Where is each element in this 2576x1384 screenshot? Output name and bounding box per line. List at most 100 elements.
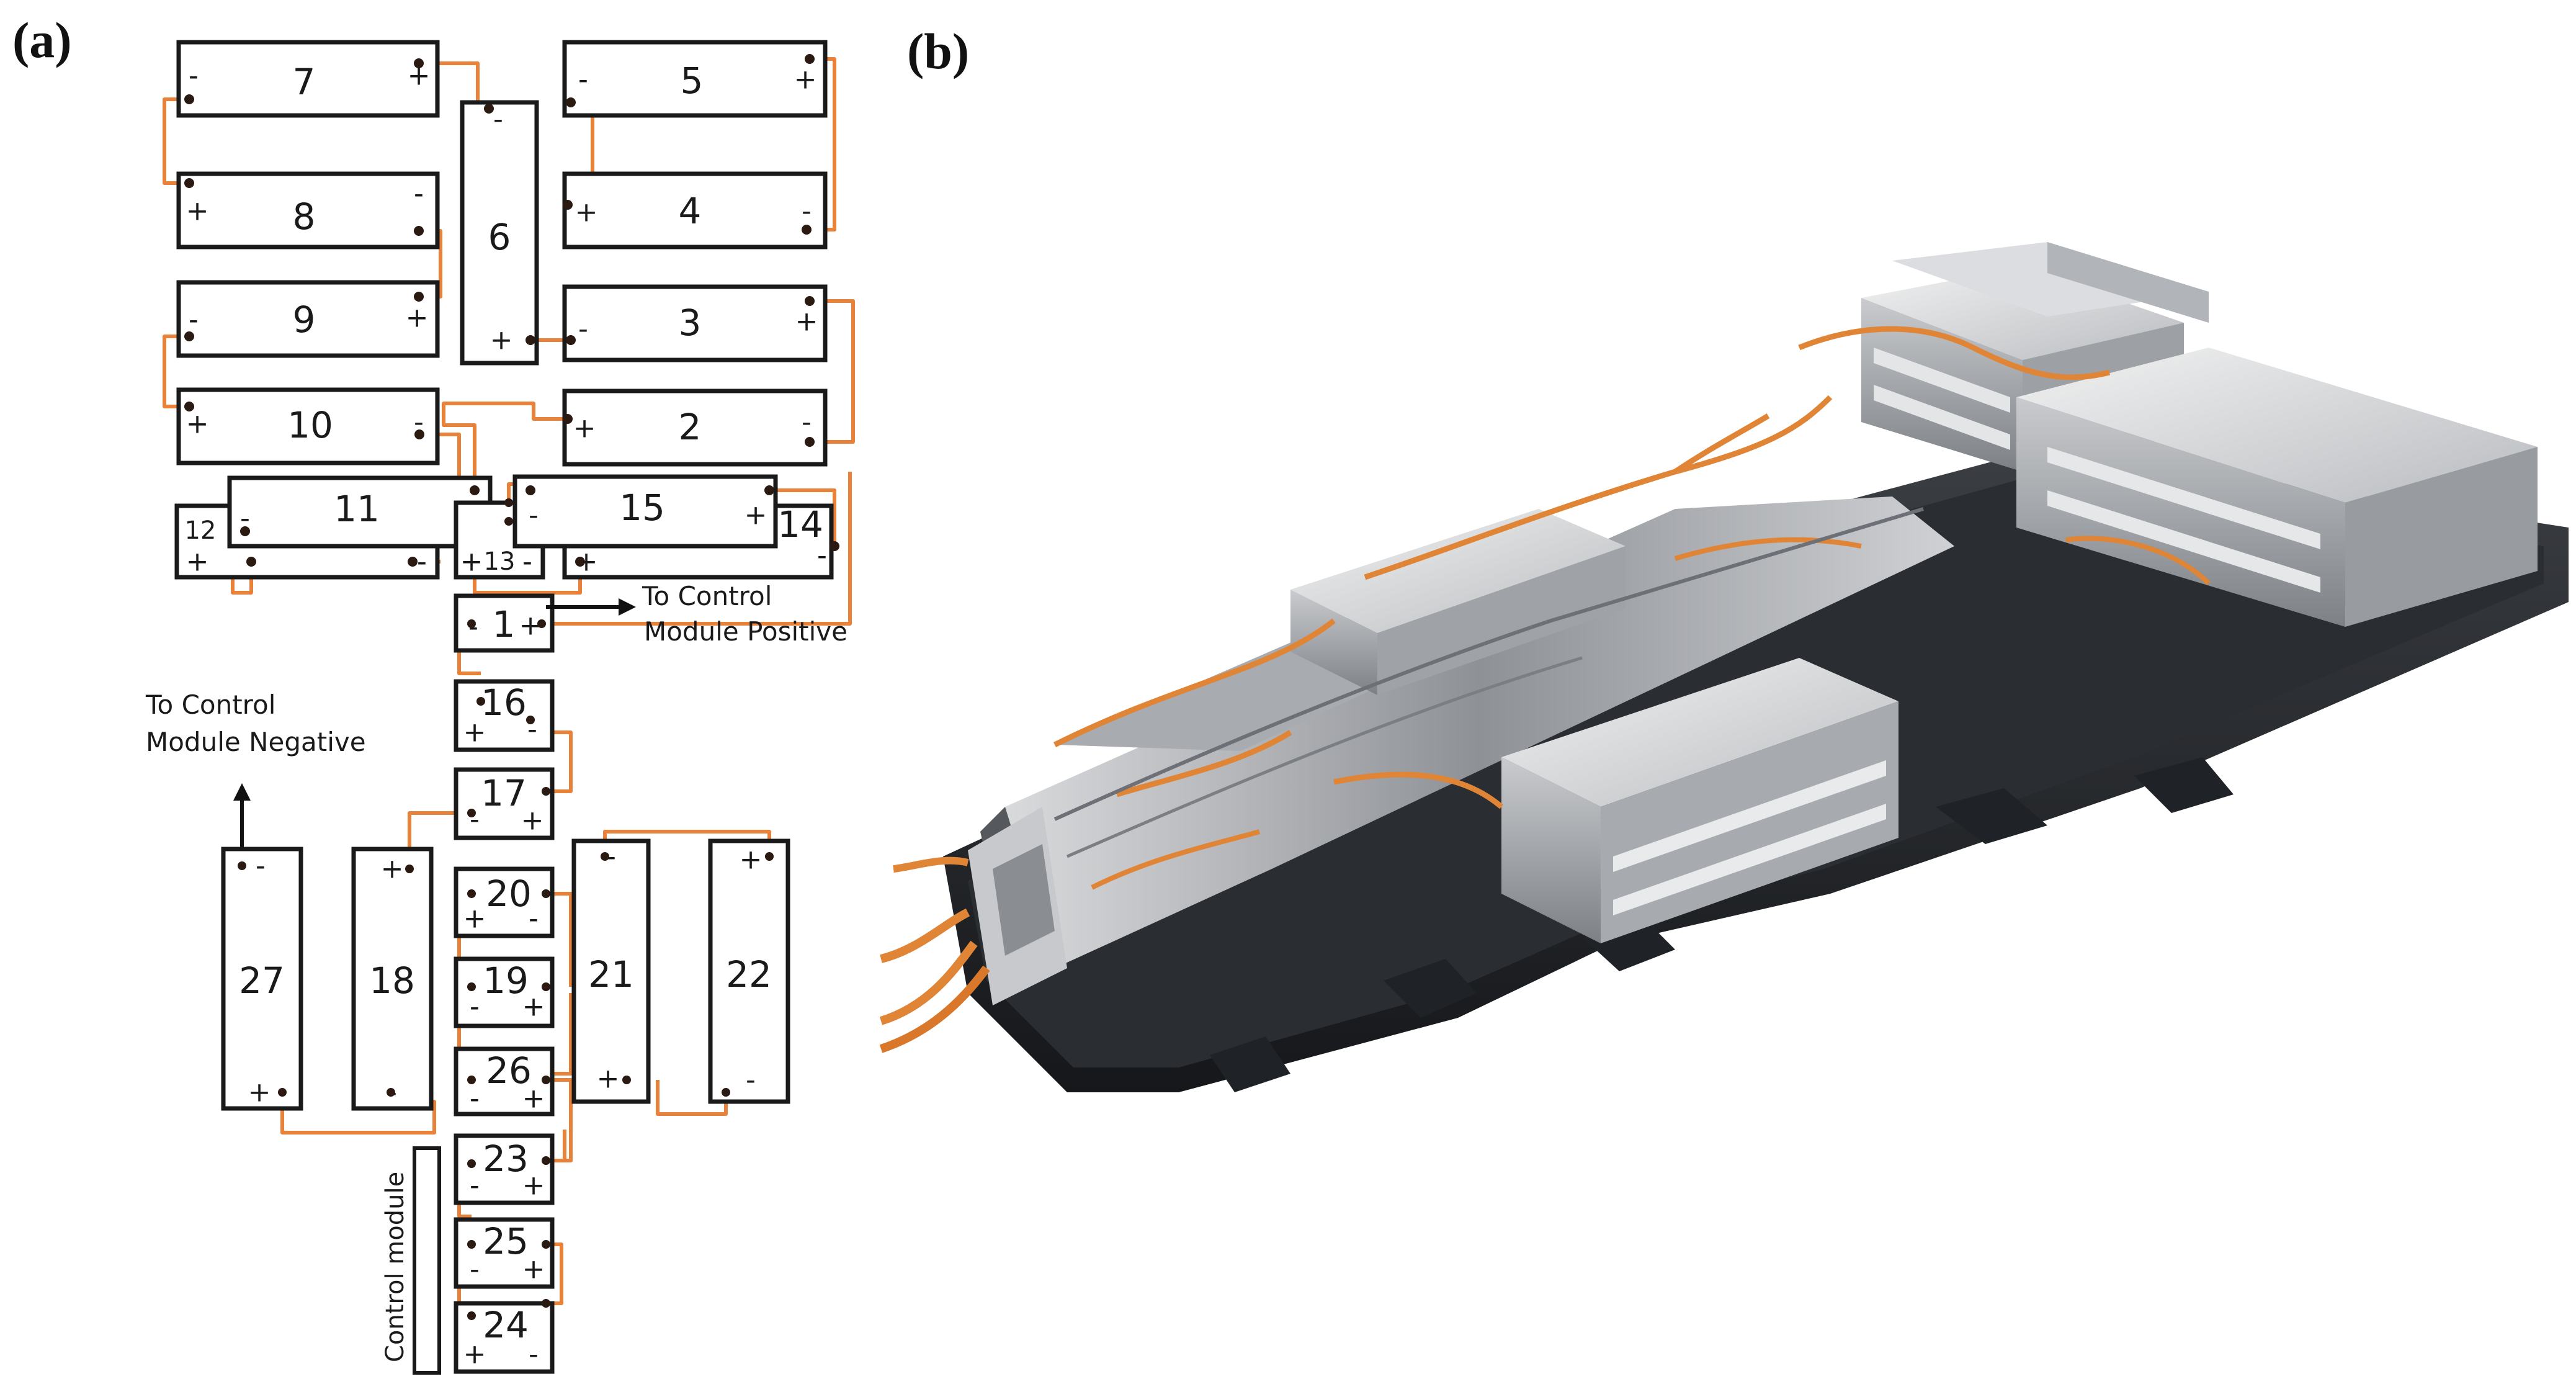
module-2-minus: - (802, 407, 812, 438)
module-17-minus: - (470, 804, 480, 835)
module-5-plus: + (794, 64, 817, 96)
module-9-plus: + (406, 302, 429, 334)
module-13-plus: + (460, 546, 483, 578)
module-23: 23 - + (454, 1133, 555, 1205)
module-25-number: 25 (483, 1220, 529, 1262)
module-9-minus: - (189, 304, 199, 336)
module-11: 11 - + (227, 475, 493, 549)
battery-pack-render (878, 81, 2576, 1139)
module-3-minus: - (578, 313, 588, 345)
module-13-number: 13 (484, 547, 516, 576)
module-25-minus: - (470, 1254, 480, 1285)
module-7: 7 - + (176, 40, 440, 118)
module-19-minus: - (470, 991, 480, 1023)
module-24-minus: - (529, 1339, 539, 1370)
module-8-minus: - (414, 178, 424, 210)
to-control-module-negative: To Control Module Negative (145, 690, 366, 850)
module-1-number: 1 (493, 603, 516, 645)
module-12-plus: + (186, 546, 209, 578)
module-20-minus: - (529, 903, 539, 935)
module-22: 22 + - (708, 838, 790, 1104)
module-19: 19 - + (454, 956, 555, 1028)
module-26-plus: + (522, 1083, 545, 1115)
module-4-minus: - (802, 195, 812, 227)
module-12-minus: - (417, 546, 427, 578)
module-24: 24 + - (454, 1299, 555, 1374)
module-26-minus: - (470, 1083, 480, 1115)
module-10-number: 10 (287, 404, 333, 446)
module-22-plus: + (740, 844, 763, 876)
module-16-number: 16 (481, 681, 527, 724)
module-14-minus: - (817, 540, 827, 572)
to-negative-line1: To Control (145, 690, 275, 720)
module-6-number: 6 (488, 216, 511, 258)
module-20: 20 + - (454, 866, 555, 938)
module-5: 5 - + (562, 40, 828, 118)
panel-a-label: (a) (12, 12, 72, 68)
module-25: 25 - + (454, 1217, 555, 1289)
module-2-plus: + (573, 413, 596, 444)
module-17-plus: + (521, 805, 544, 837)
module-16: 16 + - (454, 679, 555, 752)
module-22-number: 22 (726, 953, 772, 995)
module-4-number: 4 (679, 190, 702, 232)
wiring-diagram: 7 - + 8 + - 9 - + 10 + - (145, 40, 855, 1375)
module-3-plus: + (795, 306, 818, 338)
module-3-number: 3 (679, 302, 702, 344)
module-27-plus: + (248, 1077, 271, 1108)
module-23-number: 23 (483, 1138, 529, 1180)
module-8: 8 + - (176, 171, 440, 249)
module-7-number: 7 (293, 61, 316, 103)
module-8-number: 8 (293, 195, 316, 238)
module-24-number: 24 (483, 1304, 529, 1346)
module-27: 27 - + (221, 847, 303, 1111)
module-1: 1 - + (454, 593, 555, 653)
module-8-plus: + (186, 195, 209, 227)
to-positive-line1: To Control (642, 581, 772, 611)
module-7-minus: - (189, 60, 199, 92)
module-20-number: 20 (486, 873, 532, 915)
module-21-number: 21 (588, 953, 634, 995)
module-6: 6 - + (460, 100, 539, 366)
module-19-plus: + (522, 991, 545, 1023)
module-12-number: 12 (185, 516, 217, 545)
module-18-plus: + (381, 853, 404, 885)
module-22-minus: - (746, 1064, 756, 1096)
module-21-plus: + (597, 1063, 620, 1095)
module-10-plus: + (186, 408, 209, 440)
module-5-minus: - (578, 64, 588, 96)
to-control-module-positive: To Control Module Positive (546, 581, 847, 647)
module-15-number: 15 (619, 487, 665, 529)
module-20-plus: + (463, 903, 486, 935)
module-15-plus: + (745, 500, 767, 531)
module-3: 3 - + (562, 284, 828, 362)
module-11-number: 11 (334, 488, 380, 530)
module-16-plus: + (463, 717, 486, 748)
control-module: Control module (381, 1146, 441, 1375)
module-2: 2 + - (562, 389, 828, 467)
module-15-minus: - (529, 500, 539, 531)
module-17: 17 - + (454, 767, 555, 840)
module-18-number: 18 (369, 959, 415, 1002)
module-27-minus: - (256, 850, 266, 882)
module-26-number: 26 (486, 1049, 532, 1092)
module-27-number: 27 (239, 959, 285, 1002)
panel-b-label: (b) (907, 23, 969, 79)
module-5-number: 5 (681, 60, 704, 102)
module-21: 21 - + (571, 838, 651, 1104)
module-4: 4 + - (562, 171, 828, 249)
module-2-number: 2 (679, 406, 702, 448)
control-module-label: Control module (381, 1172, 409, 1362)
module-6-minus: - (493, 104, 503, 135)
module-9: 9 - + (176, 280, 440, 358)
module-17-number: 17 (481, 772, 527, 814)
module-23-minus: - (470, 1170, 480, 1202)
module-15: 15 - + (512, 474, 778, 549)
to-negative-line2: Module Negative (146, 727, 366, 757)
module-4-plus: + (575, 197, 598, 228)
module-13-minus: - (522, 546, 532, 578)
module-21-minus: - (606, 841, 616, 873)
module-23-plus: + (522, 1170, 545, 1202)
module-11-minus: - (240, 503, 250, 534)
